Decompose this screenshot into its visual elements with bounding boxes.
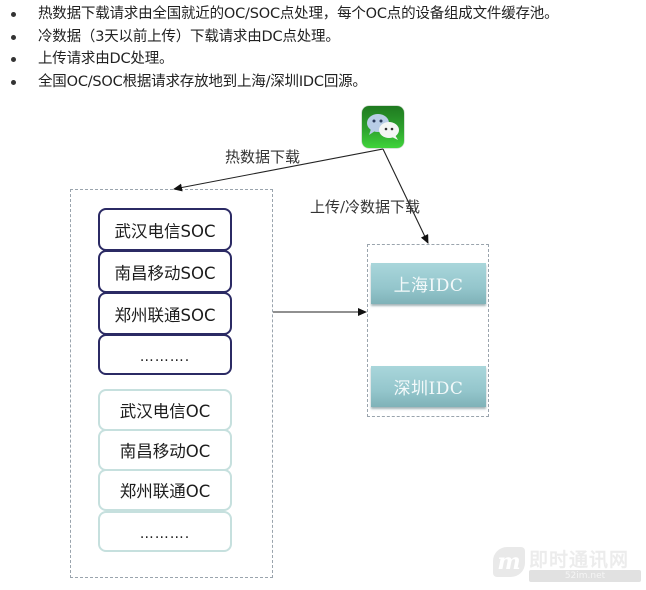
bullet-text: 冷数据（3天以前上传）下载请求由DC点处理。 xyxy=(38,29,340,45)
idc-node-label: 上海IDC xyxy=(393,276,464,296)
oc-node-nanchang: 南昌移动OC xyxy=(98,429,232,471)
oc-node-label: 武汉电信OC xyxy=(119,402,211,421)
soc-node-label: 南昌移动SOC xyxy=(114,263,216,283)
bullet-dot-icon xyxy=(11,12,16,17)
soc-node-label: 郑州联通SOC xyxy=(114,305,216,325)
bullet-dot-icon xyxy=(11,80,16,85)
bullet-item: 上传请求由DC处理。 xyxy=(0,48,646,70)
watermark-subtitle: 52im.net xyxy=(529,570,641,582)
soc-node-label: 武汉电信SOC xyxy=(114,221,216,241)
bullet-dot-icon xyxy=(11,35,16,40)
hot-download-arrow xyxy=(173,148,384,192)
bullet-text: 全国OC/SOC根据请求存放地到上海/深圳IDC回源。 xyxy=(38,74,367,90)
upload-cold-download-arrow xyxy=(382,148,429,244)
idc-node-label: 深圳IDC xyxy=(393,379,464,399)
soc-node-nanchang: 南昌移动SOC xyxy=(98,250,232,293)
ellipsis-label: ………. xyxy=(139,525,191,542)
wechat-icon xyxy=(362,106,404,148)
idc-node-shanghai: 上海IDC xyxy=(371,263,486,304)
oc-node-label: 南昌移动OC xyxy=(119,442,211,461)
bullet-item: 冷数据（3天以前上传）下载请求由DC点处理。 xyxy=(0,26,646,48)
soc-node-zhengzhou: 郑州联通SOC xyxy=(98,292,232,335)
bullet-text: 热数据下载请求由全国就近的OC/SOC点处理，每个OC点的设备组成文件缓存池。 xyxy=(38,6,559,22)
bullet-item: 全国OC/SOC根据请求存放地到上海/深圳IDC回源。 xyxy=(0,71,646,93)
upload-cold-download-label: 上传/冷数据下载 xyxy=(310,198,421,216)
hot-download-label: 热数据下载 xyxy=(225,148,301,166)
oc-node-more: ………. xyxy=(98,511,232,552)
oc-node-zhengzhou: 郑州联通OC xyxy=(98,469,232,511)
watermark-logo-icon: m xyxy=(493,547,525,577)
soc-node-wuhan: 武汉电信SOC xyxy=(98,208,232,251)
idc-node-shenzhen: 深圳IDC xyxy=(371,366,486,407)
oc-node-wuhan: 武汉电信OC xyxy=(98,389,232,431)
soc-node-more: ………. xyxy=(98,334,232,375)
watermark: m 即时通讯网 52im.net xyxy=(493,543,643,585)
bullet-dot-icon xyxy=(11,57,16,62)
bullet-text: 上传请求由DC处理。 xyxy=(38,51,174,67)
oc-node-label: 郑州联通OC xyxy=(119,482,211,501)
ellipsis-label: ………. xyxy=(139,348,191,365)
bullet-item: 热数据下载请求由全国就近的OC/SOC点处理，每个OC点的设备组成文件缓存池。 xyxy=(0,3,646,25)
watermark-title: 即时通讯网 xyxy=(529,549,630,571)
